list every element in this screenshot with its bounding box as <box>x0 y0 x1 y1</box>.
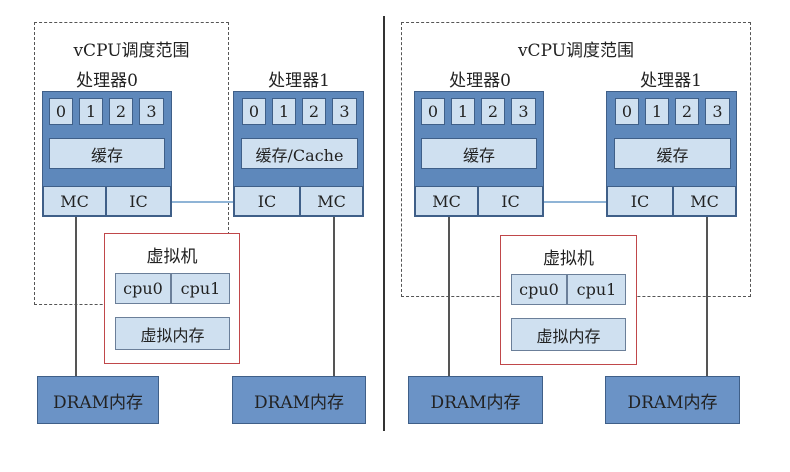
core-0: 0 <box>615 98 639 125</box>
memory-controller: MC <box>673 186 736 216</box>
processor-0-title: 处理器0 <box>76 71 138 91</box>
dram-1: DRAM内存 <box>232 376 366 424</box>
memory-link-0 <box>75 216 77 376</box>
processor-0-title: 处理器0 <box>449 71 511 91</box>
interconnect-line <box>544 201 606 203</box>
memory-link-0 <box>448 216 450 376</box>
core-0: 0 <box>49 98 73 125</box>
core-2: 2 <box>481 98 505 125</box>
core-2: 2 <box>109 98 133 125</box>
core-0: 0 <box>421 98 445 125</box>
vcpu-0: cpu0 <box>115 273 171 304</box>
memory-controller: MC <box>415 186 478 216</box>
vcpu-scope-label: vCPU调度范围 <box>73 41 190 61</box>
memory-controller: MC <box>300 186 363 216</box>
processor-1-title: 处理器1 <box>640 71 702 91</box>
divider <box>383 16 385 431</box>
vcpu-scope-label: vCPU调度范围 <box>517 41 635 61</box>
virtual-machine-title: 虚拟机 <box>543 249 594 269</box>
cache: 缓存 <box>421 138 537 169</box>
interconnect-controller: IC <box>478 186 543 216</box>
vcpu-1: cpu1 <box>171 273 230 304</box>
core-1: 1 <box>645 98 669 125</box>
core-0: 0 <box>242 98 266 125</box>
cache: 缓存/Cache <box>241 138 358 169</box>
interconnect-controller: IC <box>106 186 171 216</box>
core-2: 2 <box>302 98 326 125</box>
processor-1-title: 处理器1 <box>268 71 330 91</box>
cache: 缓存 <box>614 138 731 169</box>
core-1: 1 <box>451 98 475 125</box>
interconnect-line <box>171 201 233 203</box>
dram-1: DRAM内存 <box>605 376 740 424</box>
core-1: 1 <box>79 98 103 125</box>
vcpu-0: cpu0 <box>511 274 567 305</box>
dram-0: DRAM内存 <box>37 376 159 424</box>
core-3: 3 <box>511 98 536 125</box>
cache: 缓存 <box>49 138 165 169</box>
core-3: 3 <box>139 98 164 125</box>
core-1: 1 <box>272 98 296 125</box>
virtual-memory: 虚拟内存 <box>511 318 626 351</box>
core-2: 2 <box>675 98 699 125</box>
virtual-machine-title: 虚拟机 <box>146 247 198 267</box>
memory-link-1 <box>706 216 708 376</box>
memory-controller: MC <box>43 186 106 216</box>
vcpu-1: cpu1 <box>567 274 626 305</box>
dram-0: DRAM内存 <box>408 376 543 424</box>
core-3: 3 <box>705 98 730 125</box>
interconnect-controller: IC <box>234 186 300 216</box>
interconnect-controller: IC <box>607 186 673 216</box>
virtual-memory: 虚拟内存 <box>115 317 230 350</box>
memory-link-1 <box>333 216 335 376</box>
core-3: 3 <box>332 98 357 125</box>
